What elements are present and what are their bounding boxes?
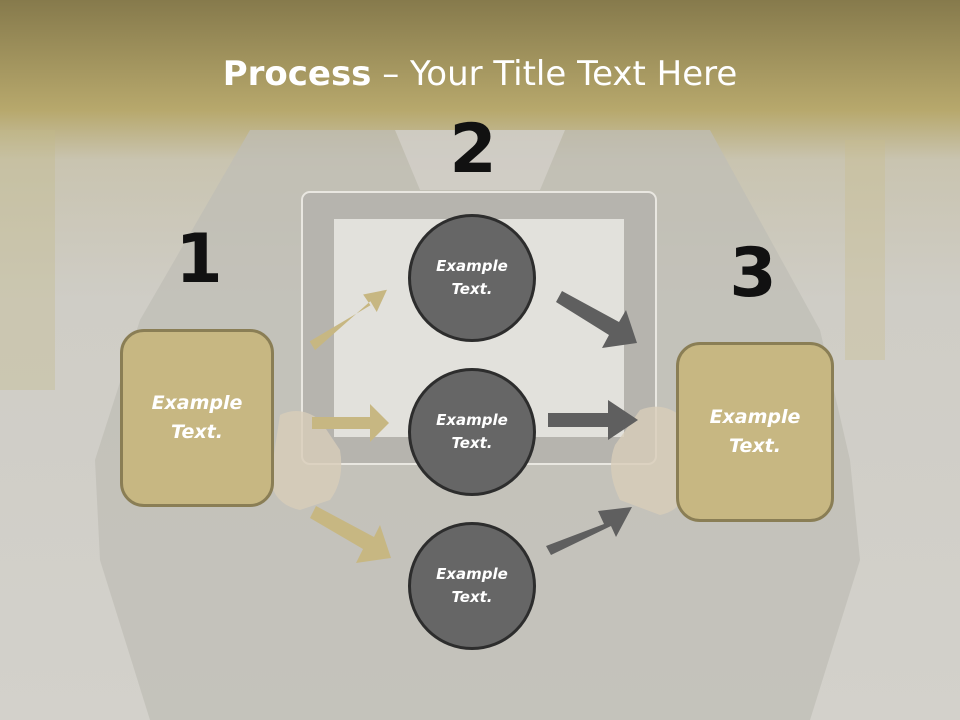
arrow-to-middle-circle xyxy=(312,404,389,442)
arrow-to-top-circle xyxy=(309,289,387,351)
slide-title: Process – Your Title Text Here xyxy=(0,52,960,96)
step-1-text: Example Text. xyxy=(151,392,243,443)
step-3-box: Example Text. xyxy=(676,342,834,522)
arrow-from-bottom-circle xyxy=(546,507,632,555)
step-number-1: 1 xyxy=(175,220,223,299)
step-1-box: Example Text. xyxy=(120,329,274,507)
step-3-text: Example Text. xyxy=(709,406,801,457)
circle-top-text: Example Text. xyxy=(436,257,508,298)
step-number-2: 2 xyxy=(449,110,497,189)
title-bold: Process xyxy=(222,54,372,94)
title-rest: – Your Title Text Here xyxy=(371,54,738,94)
arrow-from-middle-circle xyxy=(548,400,638,440)
arrow-from-top-circle xyxy=(556,291,637,348)
step-2-circle-bottom: Example Text. xyxy=(408,522,536,650)
circle-bottom-text: Example Text. xyxy=(436,565,508,606)
step-2-circle-top: Example Text. xyxy=(408,214,536,342)
circle-middle-text: Example Text. xyxy=(436,411,508,452)
step-number-3: 3 xyxy=(729,234,777,313)
step-2-circle-middle: Example Text. xyxy=(408,368,536,496)
arrow-to-bottom-circle xyxy=(310,506,391,563)
